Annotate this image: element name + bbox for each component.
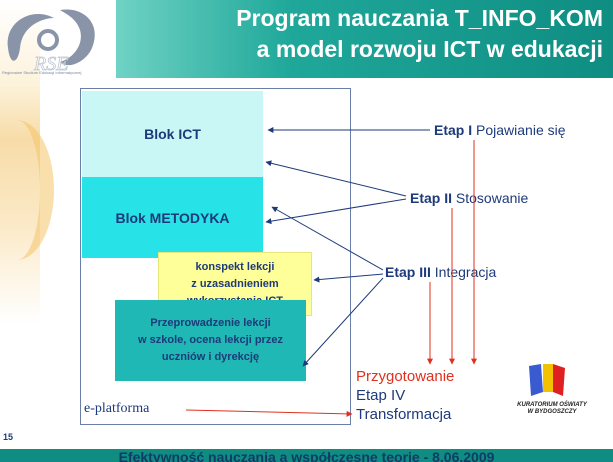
konspekt-line: z uzasadnieniem — [191, 277, 279, 290]
red-arrow-eplatform-to-transformation — [185, 409, 353, 417]
stage-1-label: Etap I Pojawianie się — [434, 122, 566, 138]
arrow-etap2-to-metodyka — [265, 198, 407, 225]
przeprowadzenie-line: uczniów i dyrekcję — [161, 351, 260, 363]
slide-title-line1: Program nauczania T_INFO_KOM — [236, 5, 603, 31]
block-metodyka: Blok METODYKA — [82, 177, 263, 258]
stage-1-text: Pojawianie się — [472, 122, 566, 138]
footer-bar: Efektywność nauczania a współczesne teor… — [0, 449, 613, 462]
slide-header: Program nauczania T_INFO_KOM a model roz… — [116, 0, 613, 78]
przeprowadzenie-line: Przeprowadzenie lekcji — [150, 317, 271, 329]
transformation-label: Transformacja — [356, 406, 452, 423]
kuratorium-line2: W BYDGOSZCZY — [527, 409, 577, 415]
block-przeprowadzenie: Przeprowadzenie lekcji w szkole, ocena l… — [115, 300, 306, 381]
block-ict-label: Blok ICT — [144, 126, 201, 142]
slide-title-line2: a model rozwoju ICT w edukacji — [256, 36, 603, 62]
logo-letters: RSE — [33, 53, 68, 75]
e-platform-label: e-platforma — [84, 401, 150, 416]
arrow-etap3-to-metodyka — [271, 206, 384, 271]
logo-center-dot — [37, 29, 59, 51]
stage-3-label: Etap III Integracja — [385, 264, 496, 280]
block-ict: Blok ICT — [82, 91, 263, 177]
arrow-etap3-to-konspekt — [313, 273, 384, 283]
konspekt-line: konspekt lekcji — [195, 260, 275, 273]
kuratorium-logo-icon — [529, 364, 565, 396]
rse-logo: RSE — [7, 9, 95, 75]
block-metodyka-label: Blok METODYKA — [115, 209, 230, 226]
logo-right-swoosh — [60, 9, 95, 66]
slide-number: 15 — [3, 432, 14, 442]
arrow-etap2-to-ict — [265, 160, 407, 197]
preparation-label: Przygotowanie — [356, 368, 455, 385]
stage-1-bold: Etap I — [434, 122, 473, 138]
footer-text: Efektywność nauczania a współczesne teor… — [118, 449, 495, 462]
przeprowadzenie-line: w szkole, ocena lekcji przez — [138, 334, 283, 346]
stage-3-text: Integracja — [430, 264, 497, 280]
stage-2-bold: Etap II — [410, 190, 453, 206]
logo-caption: Regionalne Studium Edukacji Informatyczn… — [2, 70, 82, 75]
kuratorium-line1: KURATORIUM OŚWIATY — [517, 402, 587, 408]
stage-3-bold: Etap III — [385, 264, 431, 280]
arrow-etap3-to-przeprowadzenie — [302, 277, 384, 367]
stage-4-label: Etap IV — [356, 387, 406, 404]
logo-left-swoosh — [7, 13, 54, 61]
kuratorium-caption: KURATORIUM OŚWIATY W BYDGOSZCZY — [506, 402, 598, 416]
